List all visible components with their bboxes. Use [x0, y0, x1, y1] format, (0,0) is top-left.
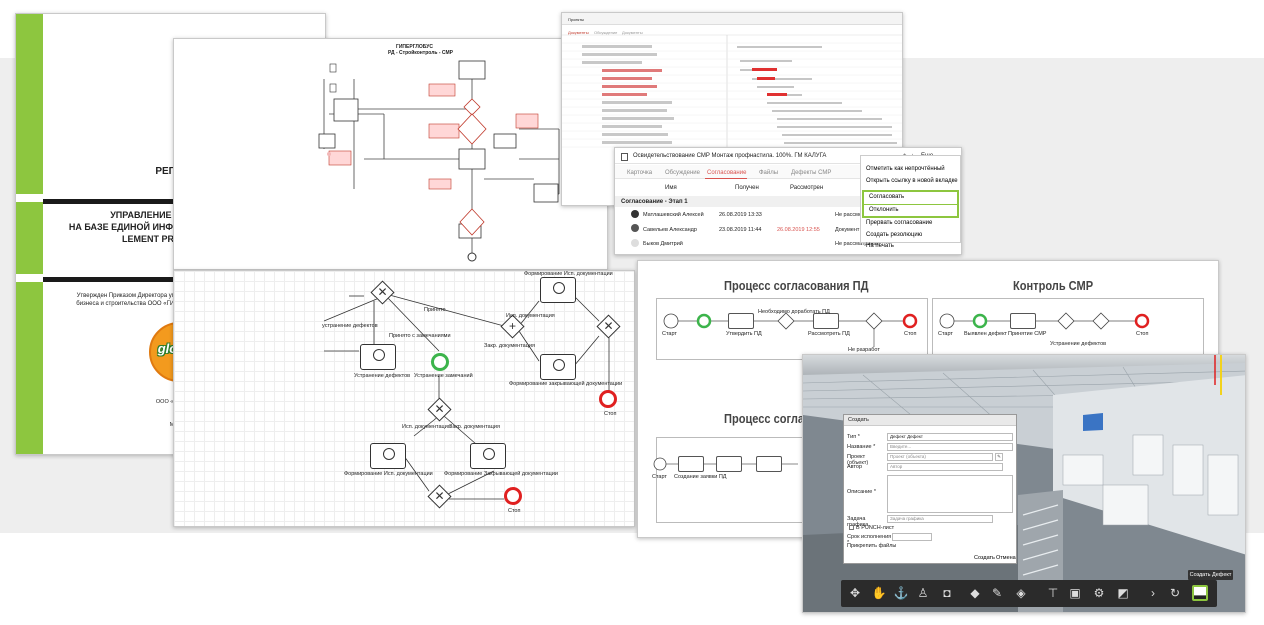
pencil-icon[interactable]: ✎: [995, 453, 1003, 461]
tab-defects[interactable]: Дефекты СМР: [791, 170, 832, 176]
task-box[interactable]: [716, 456, 742, 472]
tab-approval[interactable]: Согласование: [707, 170, 747, 176]
save-icon[interactable]: ▣: [1069, 586, 1081, 600]
avatar: [631, 239, 639, 247]
flowchart-lines: [318, 60, 560, 262]
type-select[interactable]: Дефект Дефект: [887, 433, 1013, 441]
punch-field[interactable]: В PUNCH-лист: [847, 524, 1013, 532]
camera-icon[interactable]: ◘: [943, 586, 951, 600]
task-field[interactable]: Задача графика Задача графика: [847, 515, 1013, 528]
menu-item-reject[interactable]: Отклонить: [869, 206, 899, 213]
flowchart-construction-control[interactable]: ГИПЕРГЛОБУС РД - Стройконтроль - СМР: [173, 38, 608, 270]
menu-item-open-tab[interactable]: Открыть ссылку в новой вкладке: [866, 177, 958, 184]
add-defect-icon[interactable]: ◆: [970, 586, 980, 600]
user-task[interactable]: [470, 443, 506, 469]
gantt-grid: [562, 34, 902, 205]
hierarchy-icon[interactable]: ⊤: [1047, 586, 1059, 600]
punch-checkbox[interactable]: [849, 525, 854, 530]
task-box[interactable]: [678, 456, 704, 472]
bpmn-edges: [323, 292, 610, 500]
refresh-icon[interactable]: ↻: [1169, 586, 1181, 600]
menu-item-mark-unread[interactable]: Отметить как непрочтённый: [866, 166, 945, 172]
create-defect-icon[interactable]: ▬: [1192, 585, 1208, 602]
tab-discussion[interactable]: Обсуждение: [665, 170, 700, 176]
deadline-input[interactable]: [892, 533, 932, 541]
gantt-tab-title: Проекты: [568, 17, 585, 22]
tab-files[interactable]: Файлы: [759, 170, 779, 176]
diagram-frame: [656, 298, 928, 360]
create-button[interactable]: Создать: [974, 555, 995, 561]
avatar: [631, 224, 639, 232]
name-input[interactable]: Введите...: [887, 443, 1013, 451]
cover-green-stripe: [16, 14, 43, 454]
cancel-button[interactable]: Отмена: [996, 555, 1016, 561]
layers-icon[interactable]: ◩: [1117, 586, 1129, 600]
process-edges: [653, 312, 1150, 471]
3d-model-scene: [803, 355, 1245, 612]
name-field[interactable]: Название * Введите...: [847, 443, 1013, 451]
col-received[interactable]: Получен: [735, 185, 759, 191]
hand-icon[interactable]: ✋: [871, 586, 887, 600]
gantt-tab[interactable]: Документы: [568, 30, 589, 35]
task-box[interactable]: [1010, 313, 1036, 329]
create-defect-dialog[interactable]: Создать Тип * Дефект Дефект Название * В…: [843, 414, 1017, 564]
dialog-title: Создать: [844, 415, 1016, 426]
description-field[interactable]: Описание *: [847, 475, 1013, 515]
approval-header: Освидетельствование СМР Монтаж профнасти…: [633, 153, 827, 159]
task-input[interactable]: Задача графика: [887, 515, 993, 523]
user-task[interactable]: [370, 443, 406, 469]
author-input[interactable]: Автор: [887, 463, 1003, 471]
process-title: Контроль СМР: [1013, 278, 1094, 293]
avatar: [631, 210, 639, 218]
project-field[interactable]: Проект (объект) Проект (объекта) ✎: [847, 453, 1013, 466]
user-task[interactable]: [540, 354, 576, 380]
context-menu[interactable]: Отметить как непрочтённый Открыть ссылку…: [860, 155, 961, 249]
task-box[interactable]: [756, 456, 782, 472]
user-task[interactable]: [360, 344, 396, 370]
bim-3d-viewer[interactable]: [802, 354, 1246, 613]
next-icon[interactable]: ›: [1151, 586, 1155, 600]
menu-item-abort[interactable]: Прервать согласование: [866, 220, 933, 226]
menu-item-print[interactable]: На печать: [866, 243, 894, 249]
gantt-tab[interactable]: Обсуждение: [594, 30, 618, 35]
col-reviewed[interactable]: Рассмотрен: [790, 185, 824, 191]
person-icon[interactable]: ♙: [917, 586, 929, 600]
gantt-tab[interactable]: Документы: [622, 30, 643, 35]
description-textarea[interactable]: [887, 475, 1013, 513]
deadline-field[interactable]: Срок исполнения *: [847, 533, 1013, 546]
stage-title: Согласование - Этап 1: [621, 199, 688, 205]
tab-card[interactable]: Карточка: [627, 170, 653, 176]
document-icon: [621, 153, 628, 161]
process-title: Процесс соглас: [724, 411, 811, 426]
task-box[interactable]: [813, 313, 839, 329]
settings-icon[interactable]: ⚙: [1093, 586, 1105, 600]
task-box[interactable]: [728, 313, 754, 329]
attach-field[interactable]: Прикрепить файлы: [847, 542, 1013, 550]
attach-link[interactable]: Прикрепить файлы: [847, 543, 897, 549]
tooltip-create-defect: Создать Дефект: [1188, 570, 1233, 580]
user-task[interactable]: [540, 277, 576, 303]
process-title: Процесс согласования ПД: [724, 278, 869, 293]
menu-item-resolution[interactable]: Создать резолюцию: [866, 231, 923, 238]
pencil-icon[interactable]: ✎: [991, 586, 1003, 600]
type-field[interactable]: Тип * Дефект Дефект: [847, 433, 1013, 441]
anchor-icon[interactable]: ⚓: [893, 586, 909, 600]
intermediate-event[interactable]: [431, 353, 449, 371]
menu-item-approve[interactable]: Согласовать: [864, 192, 957, 205]
col-name[interactable]: Имя: [665, 185, 677, 191]
diagram-frame: [932, 298, 1204, 360]
end-event[interactable]: [504, 487, 522, 505]
author-field[interactable]: Автор Автор: [847, 463, 1013, 471]
box-icon[interactable]: ◈: [1016, 586, 1026, 600]
viewer-toolbar[interactable]: ✥ ✋ ⚓ ♙ ◘ ◆ ✎ ◈ ⊤ ▣ ⚙ ◩ › ↻ ▬: [841, 580, 1217, 607]
end-event[interactable]: [599, 390, 617, 408]
bpmn-defect-process[interactable]: ✕ + ✕ ✕ ✕ устранение дефектов Принято Пр…: [173, 270, 635, 527]
project-input[interactable]: Проект (объекта): [887, 453, 993, 461]
move-icon[interactable]: ✥: [849, 586, 861, 600]
